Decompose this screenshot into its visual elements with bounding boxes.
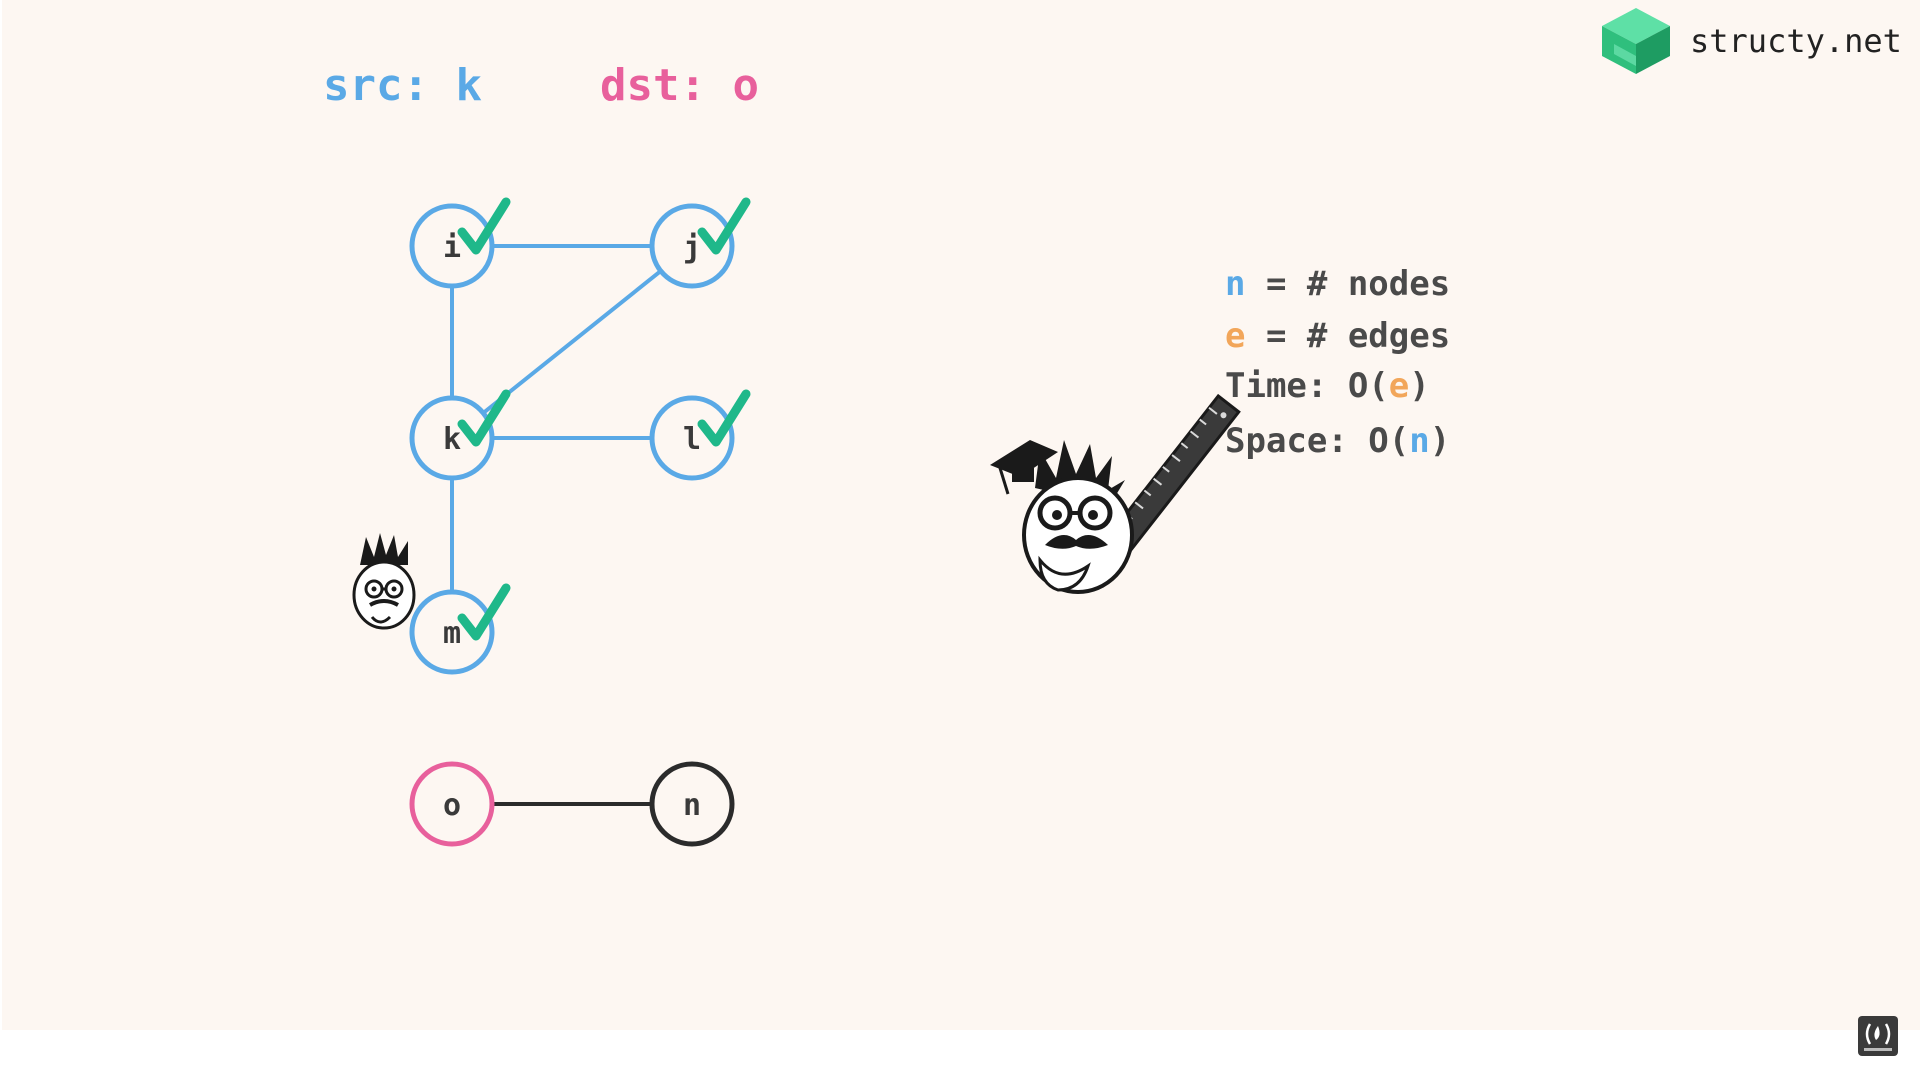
node-label-k: k xyxy=(443,422,461,457)
check-icon-k xyxy=(457,389,511,447)
dst-label: dst: o xyxy=(600,60,759,111)
time-prefix: Time: O( xyxy=(1225,366,1389,406)
node-l: l xyxy=(649,389,751,481)
node-label-j: j xyxy=(683,230,701,265)
node-circle-n xyxy=(649,761,735,847)
graph-nodes: i j k l m o n xyxy=(409,197,751,847)
n-definition-text: = # nodes xyxy=(1245,264,1450,304)
check-icon-i xyxy=(457,197,511,255)
time-suffix: ) xyxy=(1409,366,1429,406)
slide-background xyxy=(2,0,1920,1030)
node-m: m xyxy=(409,583,511,675)
space-prefix: Space: O( xyxy=(1225,421,1409,461)
freecodecamp-subscribe-icon[interactable] xyxy=(1858,1016,1898,1056)
check-icon-m xyxy=(457,583,511,641)
node-o: o xyxy=(409,761,495,847)
e-definition-text: = # edges xyxy=(1245,316,1450,356)
check-icon-j xyxy=(697,197,751,255)
brand-name: structy.net xyxy=(1690,22,1902,60)
src-prefix: src: xyxy=(323,60,455,111)
node-n: n xyxy=(649,761,735,847)
node-k: k xyxy=(409,389,511,481)
node-circle-j xyxy=(649,203,735,289)
node-label-m: m xyxy=(443,616,461,651)
src-label: src: k xyxy=(323,60,482,111)
dst-prefix: dst: xyxy=(600,60,732,111)
structy-cube-logo-icon xyxy=(1602,8,1670,74)
node-i: i xyxy=(409,197,511,289)
time-variable: e xyxy=(1389,366,1409,406)
node-circle-k xyxy=(409,395,495,481)
time-complexity: Time: O(e) xyxy=(1225,366,1430,406)
space-complexity: Space: O(n) xyxy=(1225,421,1450,461)
node-circle-l xyxy=(649,395,735,481)
edge-j-k xyxy=(450,244,694,440)
src-value: k xyxy=(455,60,482,111)
node-label-l: l xyxy=(683,422,701,457)
node-j: j xyxy=(649,197,751,289)
check-icon-l xyxy=(697,389,751,447)
node-circle-o xyxy=(409,761,495,847)
node-circle-i xyxy=(409,203,495,289)
node-label-i: i xyxy=(443,230,461,265)
node-circle-m xyxy=(409,589,495,675)
space-variable: n xyxy=(1409,421,1429,461)
space-suffix: ) xyxy=(1430,421,1450,461)
dst-value: o xyxy=(732,60,759,111)
professor-with-ruler-mascot-icon xyxy=(990,393,1241,594)
n-definition: n = # nodes xyxy=(1225,264,1450,304)
n-variable: n xyxy=(1225,264,1245,304)
node-label-o: o xyxy=(443,788,461,823)
thinking-professor-mascot-icon xyxy=(352,533,416,630)
node-label-n: n xyxy=(683,788,701,823)
e-definition: e = # edges xyxy=(1225,316,1450,356)
e-variable: e xyxy=(1225,316,1245,356)
